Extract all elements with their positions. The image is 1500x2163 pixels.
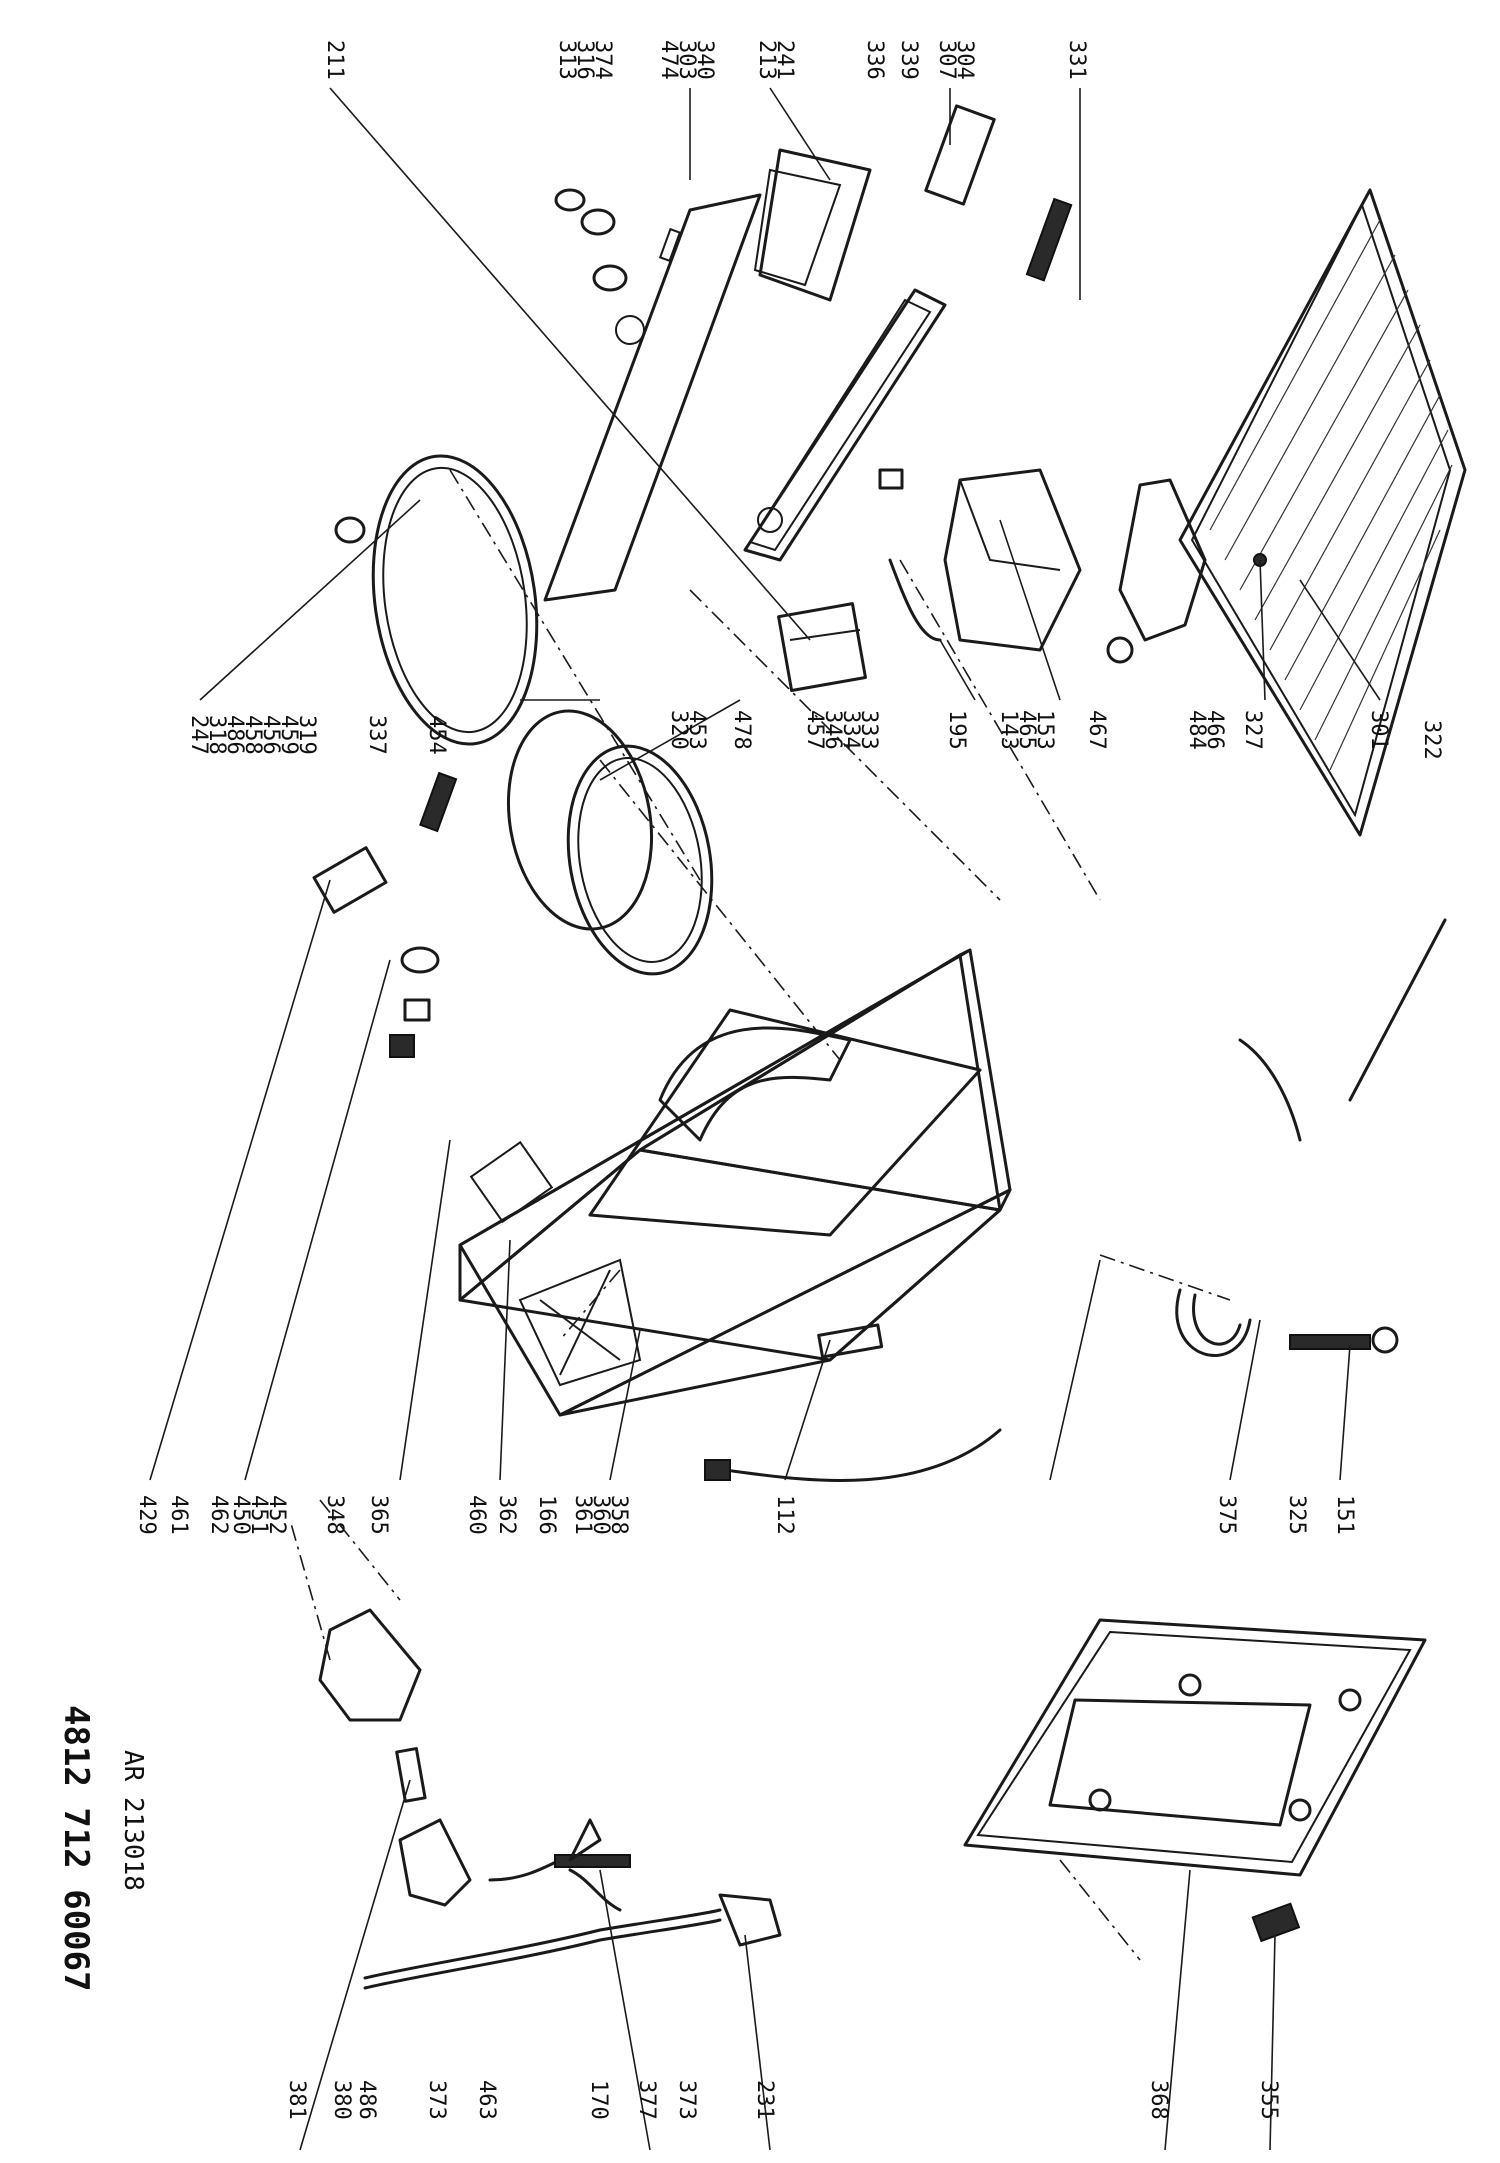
callout: 334 bbox=[838, 710, 863, 750]
callout: 478 bbox=[729, 710, 754, 750]
capacitor-box bbox=[777, 602, 867, 693]
top-cover-panel bbox=[1178, 188, 1467, 837]
callout: 380 bbox=[329, 2080, 354, 2120]
cabinet bbox=[458, 948, 1012, 1417]
callout: 467 bbox=[1084, 710, 1109, 750]
document-reference: AR 213018 4812 712 60067 bbox=[56, 1705, 148, 1992]
callout: 452 bbox=[264, 1495, 289, 1535]
callout: 458 bbox=[240, 715, 265, 755]
callout: 358 bbox=[606, 1495, 631, 1535]
callout: 348 bbox=[322, 1495, 347, 1535]
callout: 454 bbox=[424, 715, 449, 755]
assembly-lines bbox=[289, 469, 1231, 1961]
leader-lines bbox=[149, 87, 1381, 2151]
callout: 195 bbox=[944, 710, 969, 750]
callout: 339 bbox=[896, 40, 921, 80]
callouts-middle-row-1: 301 322 327 484 466 467 153 465 143 195 … bbox=[186, 710, 1444, 760]
callout: 325 bbox=[1284, 1495, 1309, 1535]
callout: 303 bbox=[674, 40, 699, 80]
callout: 304 bbox=[952, 40, 977, 80]
hoses bbox=[704, 1288, 1399, 1482]
callout: 360 bbox=[588, 1495, 613, 1535]
callout: 465 bbox=[1014, 710, 1039, 750]
callout: 373 bbox=[424, 2080, 449, 2120]
callout: 373 bbox=[674, 2080, 699, 2120]
callout: 170 bbox=[586, 2080, 611, 2120]
callout: 307 bbox=[934, 40, 959, 80]
callout: 461 bbox=[166, 1495, 191, 1535]
callout: 231 bbox=[752, 2080, 777, 2120]
pump-assembly bbox=[318, 1608, 631, 1912]
callout: 474 bbox=[656, 40, 681, 80]
callout: 313 bbox=[554, 40, 579, 80]
callout: 374 bbox=[590, 40, 615, 80]
callout: 346 bbox=[820, 710, 845, 750]
callouts-middle-row-2: 429 461 462 450 451 452 348 365 460 362 … bbox=[134, 1495, 1357, 1535]
callout: 365 bbox=[366, 1495, 391, 1535]
callout: 320 bbox=[666, 710, 691, 750]
soap-dispenser-housing bbox=[888, 468, 1082, 652]
callouts-bottom-row: 381 380 463 170 377 373 231 373 486 368 … bbox=[284, 2080, 1281, 2120]
misc-fasteners bbox=[312, 846, 1447, 1862]
callout: 241 bbox=[772, 40, 797, 80]
callout: 450 bbox=[228, 1495, 253, 1535]
callout: 151 bbox=[1332, 1495, 1357, 1535]
callout: 375 bbox=[1214, 1495, 1239, 1535]
callout: 340 bbox=[692, 40, 717, 80]
callout: 457 bbox=[802, 710, 827, 750]
callout: 166 bbox=[534, 1495, 559, 1535]
callout: 377 bbox=[634, 2080, 659, 2120]
callout: 247 bbox=[186, 715, 211, 755]
callout: 337 bbox=[364, 715, 389, 755]
callout: 333 bbox=[856, 710, 881, 750]
callout: 429 bbox=[134, 1495, 159, 1535]
callout: 466 bbox=[1202, 710, 1227, 750]
callout: 486 bbox=[222, 715, 247, 755]
callout: 211 bbox=[322, 40, 347, 80]
callout: 486 bbox=[354, 2080, 379, 2120]
callout: 336 bbox=[862, 40, 887, 80]
callout: 484 bbox=[1184, 710, 1209, 750]
callout: 319 bbox=[294, 715, 319, 755]
callout: 153 bbox=[1032, 710, 1057, 750]
callout: 355 bbox=[1256, 2080, 1281, 2120]
callout: 362 bbox=[494, 1495, 519, 1535]
control-panel bbox=[543, 193, 947, 602]
detergent-drawer bbox=[753, 148, 872, 302]
callout: 381 bbox=[284, 2080, 309, 2120]
callout: 331 bbox=[1064, 40, 1089, 80]
callout: 143 bbox=[996, 710, 1021, 750]
reference-code: AR 213018 bbox=[118, 1750, 148, 1891]
inlet-valve-assembly bbox=[1106, 478, 1267, 664]
callout: 368 bbox=[1146, 2080, 1171, 2120]
callout: 322 bbox=[1419, 720, 1444, 760]
door-rings bbox=[334, 454, 714, 976]
callout: 453 bbox=[684, 710, 709, 750]
base-frame bbox=[963, 1618, 1427, 1943]
callout: 318 bbox=[204, 715, 229, 755]
knobs-and-switches bbox=[554, 104, 1073, 490]
callout: 112 bbox=[772, 1495, 797, 1535]
callouts-top-row: 211 474 303 340 313 316 374 213 241 336 … bbox=[322, 40, 1089, 80]
callout: 301 bbox=[1366, 710, 1391, 750]
callout: 316 bbox=[572, 40, 597, 80]
callout: 460 bbox=[464, 1495, 489, 1535]
drain-hose bbox=[363, 1893, 782, 1990]
callout: 451 bbox=[246, 1495, 271, 1535]
callout: 327 bbox=[1240, 710, 1265, 750]
callout: 463 bbox=[474, 2080, 499, 2120]
part-number: 4812 712 60067 bbox=[56, 1705, 96, 1992]
callout: 456 bbox=[258, 715, 283, 755]
callout: 213 bbox=[754, 40, 779, 80]
callout: 361 bbox=[570, 1495, 595, 1535]
callout: 459 bbox=[276, 715, 301, 755]
callout: 462 bbox=[206, 1495, 231, 1535]
